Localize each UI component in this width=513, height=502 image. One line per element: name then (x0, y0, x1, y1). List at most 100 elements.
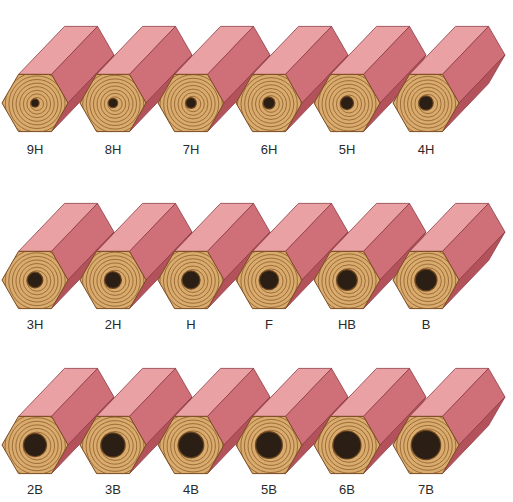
wood-ring (389, 407, 466, 484)
wood-ring (79, 410, 151, 482)
wood-ring (255, 88, 286, 119)
lead-rim (27, 272, 44, 289)
wood-end (158, 251, 224, 308)
wood-ring (230, 405, 312, 487)
grade-label: 5H (339, 142, 356, 158)
wood-ring (404, 257, 452, 305)
grade-label: 5B (261, 482, 277, 498)
wood-ring (411, 264, 445, 298)
wood-ring (83, 249, 148, 314)
wood-ring (333, 88, 365, 120)
wood-ring (393, 411, 463, 481)
wood-end (2, 416, 68, 473)
wood-ring (171, 424, 216, 469)
wood-ring (163, 416, 222, 475)
wood-ring (20, 264, 55, 299)
wood-rings (75, 241, 154, 320)
wood-rings (0, 242, 76, 320)
wood-ring (2, 246, 73, 317)
lead-rim (418, 95, 434, 111)
wood-ring (315, 247, 384, 316)
wood-end (393, 416, 459, 473)
pencil-lead (183, 272, 200, 289)
pencil-lead (416, 270, 437, 291)
wood-ring (325, 422, 372, 469)
wood-ring (336, 268, 361, 293)
pencil-lead (186, 98, 195, 107)
wood-ring (400, 76, 455, 131)
pencil-lead (101, 433, 124, 456)
wood-ring (237, 412, 305, 480)
wood-end (2, 74, 68, 131)
wood-ring (415, 268, 442, 295)
wood-end (158, 74, 224, 131)
wood-ring (326, 258, 373, 305)
wood-ring (2, 69, 73, 140)
lead-rim (262, 96, 275, 109)
wood-ring (329, 84, 369, 124)
wood-ring (336, 91, 361, 116)
wood-ring (27, 94, 47, 114)
lead-rim (414, 268, 437, 291)
wood-ring (174, 85, 211, 122)
pencil (389, 368, 505, 484)
wood-end (80, 74, 146, 131)
wood-ring (75, 241, 154, 320)
wood-ring (259, 92, 283, 116)
wood-ring (164, 252, 223, 311)
wood-ring (9, 76, 65, 132)
wood-rings (389, 407, 466, 484)
grade-label: 3H (27, 317, 44, 333)
wood-ring (16, 425, 58, 467)
wood-ring (252, 262, 291, 301)
wood-end (158, 416, 224, 473)
wood-ring (0, 65, 76, 143)
wood-ring (178, 266, 208, 296)
lead-rim (332, 430, 361, 459)
wood-ring (79, 68, 151, 140)
wood-ring (245, 78, 298, 131)
wood-ring (400, 253, 455, 308)
wood-ring (108, 97, 122, 111)
wood-ring (308, 63, 391, 146)
wood-ring (12, 256, 61, 305)
wood-ring (97, 263, 133, 299)
wood-ring (318, 73, 379, 134)
lead-rim (30, 98, 39, 107)
lead-rim (259, 270, 280, 291)
wood-ring (97, 428, 133, 464)
wood-ring (160, 413, 226, 479)
wood-ring (318, 415, 380, 477)
grade-label: 2H (105, 317, 122, 333)
wood-ring (237, 247, 304, 314)
lead-rim (185, 97, 197, 109)
wood-ring (234, 67, 308, 141)
lead-rim (340, 96, 354, 110)
grade-label: 7H (183, 142, 200, 158)
pencil-lead (32, 100, 39, 107)
pencil-lead (109, 99, 117, 107)
pencil-lead (334, 432, 361, 459)
wood-rings (230, 405, 312, 487)
wood-ring (255, 265, 286, 296)
wood-ring (167, 255, 219, 307)
wood-ring (407, 425, 448, 466)
wood-ring (230, 63, 312, 145)
wood-ring (90, 256, 140, 306)
wood-ring (397, 250, 460, 313)
wood-rings (153, 64, 233, 144)
wood-ring (90, 421, 141, 472)
lead-rim (255, 431, 283, 459)
lead-rim (411, 430, 441, 460)
pencil-lead (105, 272, 121, 288)
wood-ring (12, 421, 61, 470)
wood-ring (171, 259, 216, 304)
pencil-lead (24, 434, 46, 456)
wood-rings (153, 406, 234, 487)
lead-rim (100, 432, 126, 458)
wood-ring (390, 66, 467, 143)
wood-ring (156, 409, 230, 483)
lead-rim (181, 270, 200, 289)
wood-ring (19, 428, 54, 463)
